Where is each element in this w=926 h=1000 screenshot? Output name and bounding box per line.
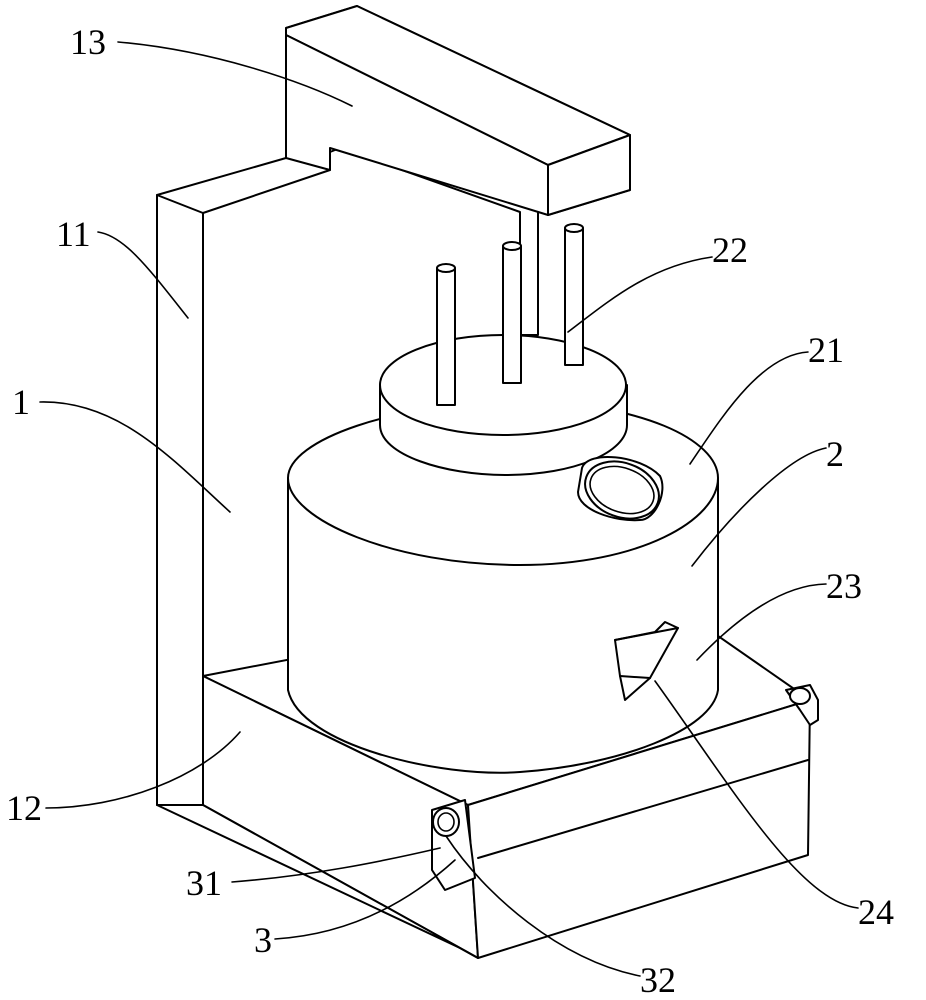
label-21: 21 — [808, 330, 844, 370]
label-13: 13 — [70, 22, 106, 62]
label-22: 22 — [712, 230, 748, 270]
label-31: 31 — [186, 863, 222, 903]
corner-fitting — [785, 684, 819, 726]
label-2: 2 — [826, 434, 844, 474]
label-23: 23 — [826, 566, 862, 606]
label-11: 11 — [56, 214, 91, 254]
side-port — [577, 456, 664, 522]
leader-lines — [39, 41, 859, 977]
rods — [436, 223, 584, 406]
label-32: 32 — [640, 960, 676, 1000]
part-labels: 13 11 1 22 21 2 23 12 31 3 24 32 — [6, 22, 894, 1000]
upper-arm — [285, 5, 631, 216]
label-1: 1 — [12, 382, 30, 422]
hinge — [431, 799, 476, 891]
label-3: 3 — [254, 920, 272, 960]
handle — [614, 621, 679, 701]
label-12: 12 — [6, 788, 42, 828]
label-24: 24 — [858, 892, 894, 932]
